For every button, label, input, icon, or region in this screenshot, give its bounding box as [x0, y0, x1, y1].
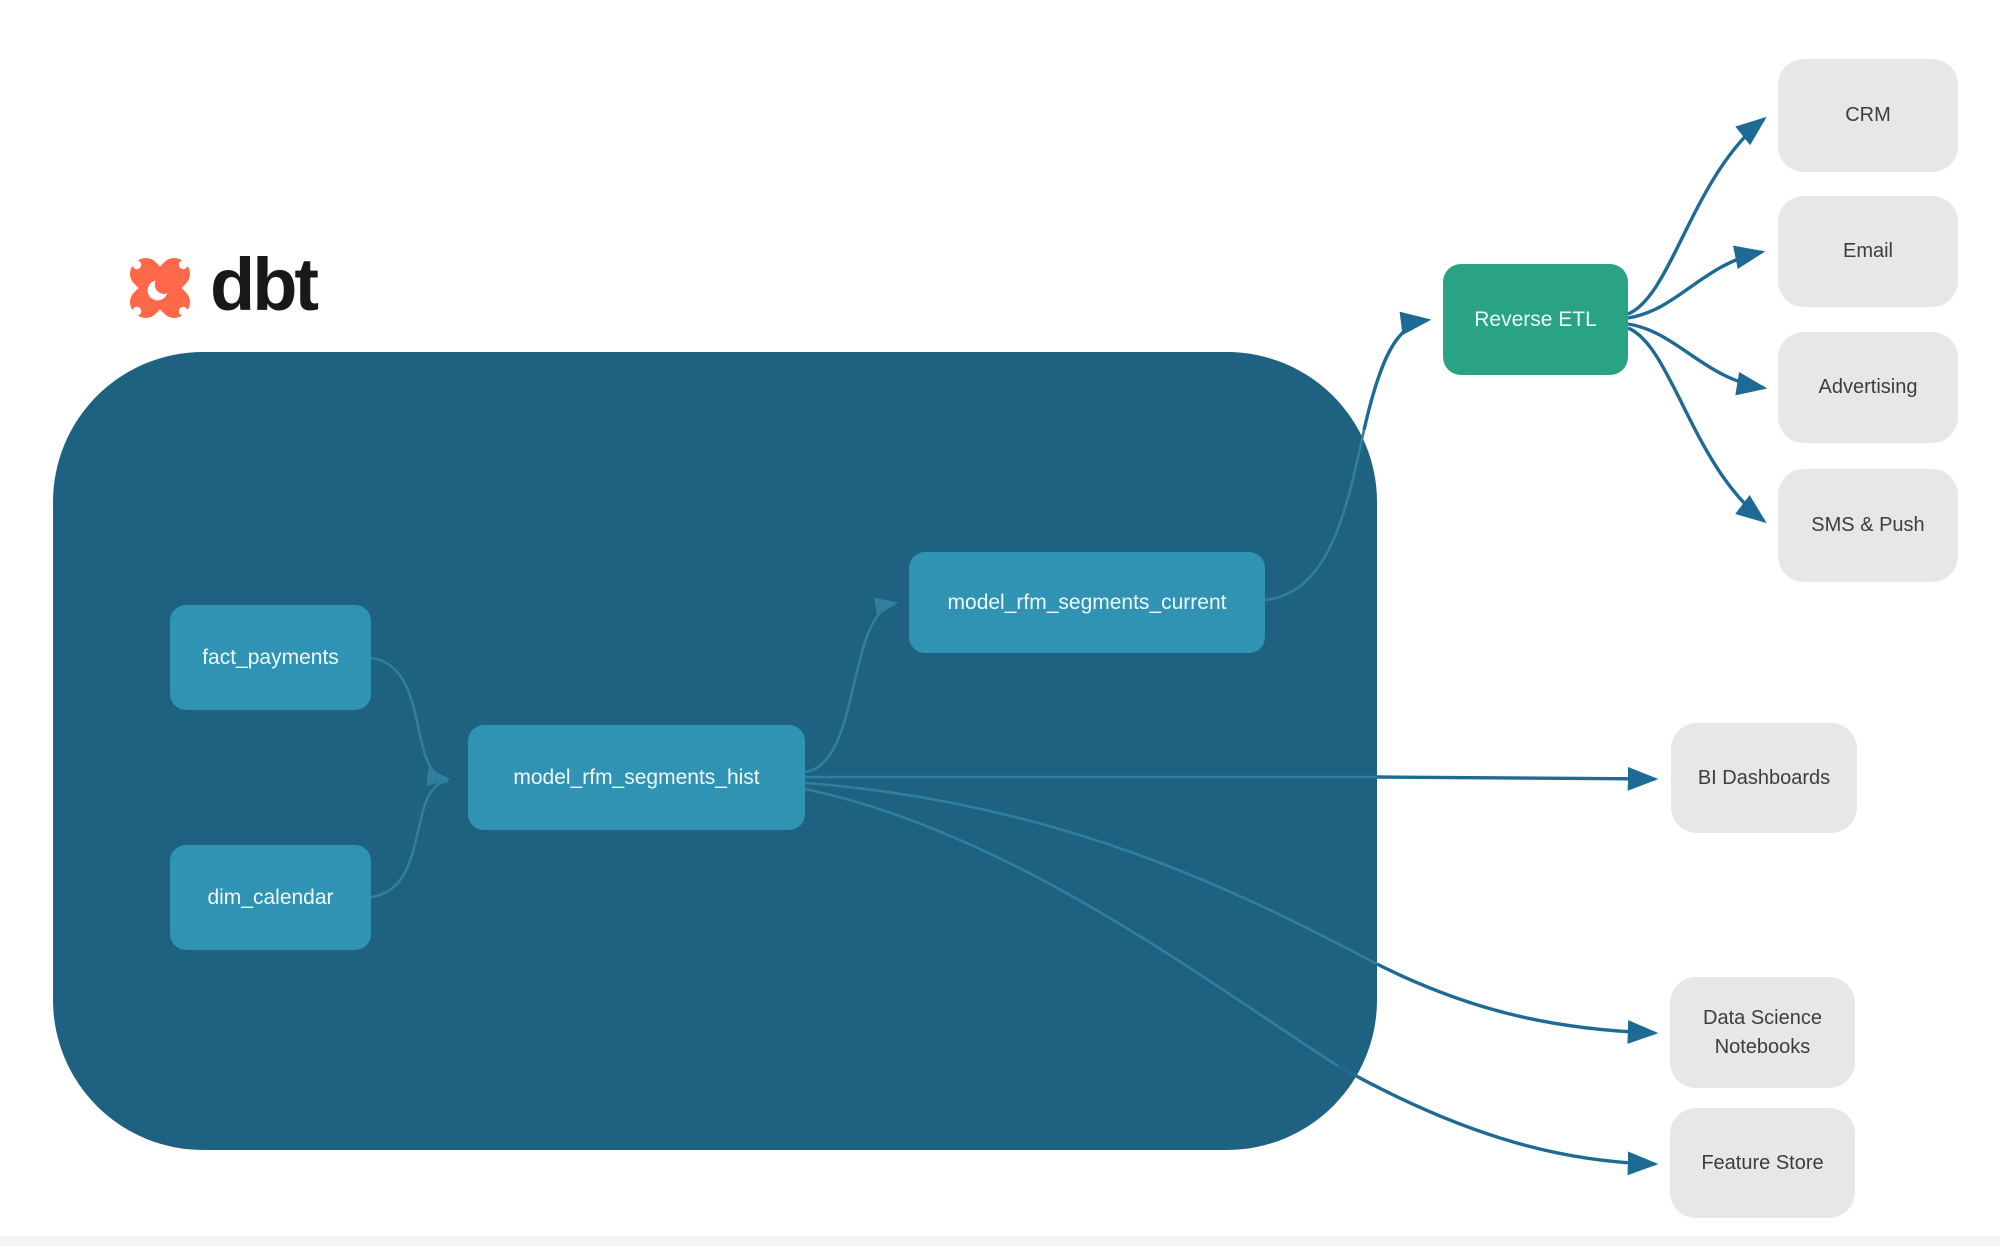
node-advertising: Advertising — [1778, 332, 1958, 443]
node-label: Feature Store — [1701, 1151, 1824, 1174]
node-crm: CRM — [1778, 59, 1958, 172]
node-label: Email — [1842, 240, 1893, 262]
edge-model_rfm_segments_hist-bi_dashboards — [1376, 766, 1659, 791]
node-label: Advertising — [1818, 376, 1918, 398]
node-label: model_rfm_segments_hist — [513, 765, 760, 789]
node-label: model_rfm_segments_current — [947, 590, 1227, 614]
edge-reverse_etl-advertising — [1627, 322, 1768, 396]
dbt-wordmark: dbt — [210, 243, 319, 326]
node-email: Email — [1778, 196, 1958, 307]
dbt-logo: dbt — [120, 243, 319, 328]
node-label: dim_calendar — [207, 885, 334, 909]
node-reverse-etl: Reverse ETL — [1443, 264, 1628, 375]
page-bottom-edge — [0, 1236, 2000, 1246]
node-feature-store: Feature Store — [1670, 1108, 1855, 1218]
edge-model_rfm_segments_current-reverse_etl — [1362, 311, 1432, 431]
node-label: fact_payments — [202, 645, 339, 669]
node-label: Reverse ETL — [1474, 307, 1597, 331]
node-dim-calendar: dim_calendar — [170, 845, 371, 950]
edge-reverse_etl-email — [1627, 245, 1766, 320]
edge-reverse_etl-sms_push — [1627, 326, 1767, 524]
node-label: SMS & Push — [1811, 514, 1925, 536]
node-fact-payments: fact_payments — [170, 605, 371, 710]
node-data-science-notebooks: Data Science Notebooks — [1670, 977, 1855, 1088]
dbt-star-icon — [120, 248, 200, 328]
node-label: BI Dashboards — [1697, 766, 1831, 789]
node-label: Data Science Notebooks — [1703, 1006, 1822, 1058]
node-sms-push: SMS & Push — [1778, 469, 1958, 582]
edge-model_rfm_segments_hist-data_science_notebooks — [1376, 962, 1659, 1044]
node-model-rfm-segments-hist: model_rfm_segments_hist — [468, 725, 805, 830]
edge-model_rfm_segments_hist-feature_store — [1337, 1064, 1659, 1176]
node-label: CRM — [1845, 104, 1891, 126]
node-model-rfm-segments-current: model_rfm_segments_current — [909, 552, 1265, 653]
node-bi-dashboards: BI Dashboards — [1671, 723, 1857, 833]
edge-reverse_etl-crm — [1627, 116, 1767, 316]
